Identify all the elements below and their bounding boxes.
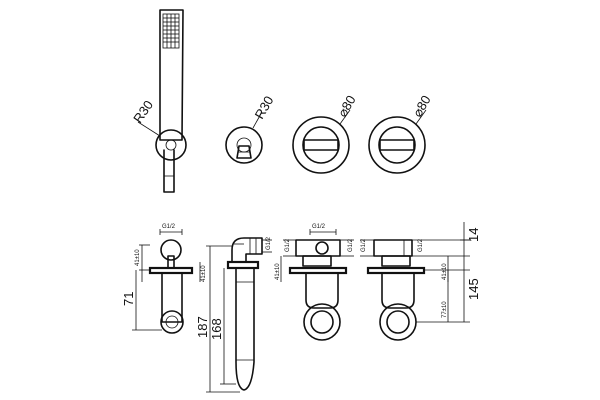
tol-label-4: 41±10	[442, 263, 448, 280]
elbow-side-view	[226, 237, 263, 391]
dim-145-label: 145	[466, 278, 481, 300]
mixer-side-view-b	[366, 239, 426, 341]
g12-label-6: G1/2	[361, 238, 367, 252]
dim-187-label: 187	[195, 316, 210, 338]
dim-71-label: 71	[121, 292, 136, 306]
tol-label-3: 41±10	[275, 263, 281, 280]
g12-label-5: G1/2	[348, 238, 354, 252]
wall-elbow-front-view	[225, 126, 263, 164]
g12-label-7: G1/2	[418, 238, 424, 252]
holder-side-view	[148, 229, 194, 334]
hand-shower-front-view	[155, 9, 187, 193]
g12-label-2: G1/2	[266, 236, 272, 250]
mixer-handle-front-view-b	[368, 116, 426, 174]
tol-label-2: 41±10	[201, 265, 207, 282]
mixer-handle-front-view-a	[292, 116, 350, 174]
mixer-side-view-a	[288, 229, 348, 341]
tol-label-5: 77±10	[442, 301, 448, 318]
g12-label-3: G1/2	[312, 224, 326, 230]
r30-label-mid: R30	[252, 93, 277, 121]
d80-label-a: ⌀80	[335, 93, 359, 120]
g12-label-1: G1/2	[162, 224, 176, 230]
g12-label-4: G1/2	[285, 238, 291, 252]
d80-label-b: ⌀80	[410, 93, 434, 120]
tol-label-1: 41±10	[135, 249, 141, 266]
dim-168-label: 168	[209, 318, 224, 340]
dim-14-label: 14	[466, 228, 481, 242]
r30-label-left: R30	[130, 98, 156, 126]
